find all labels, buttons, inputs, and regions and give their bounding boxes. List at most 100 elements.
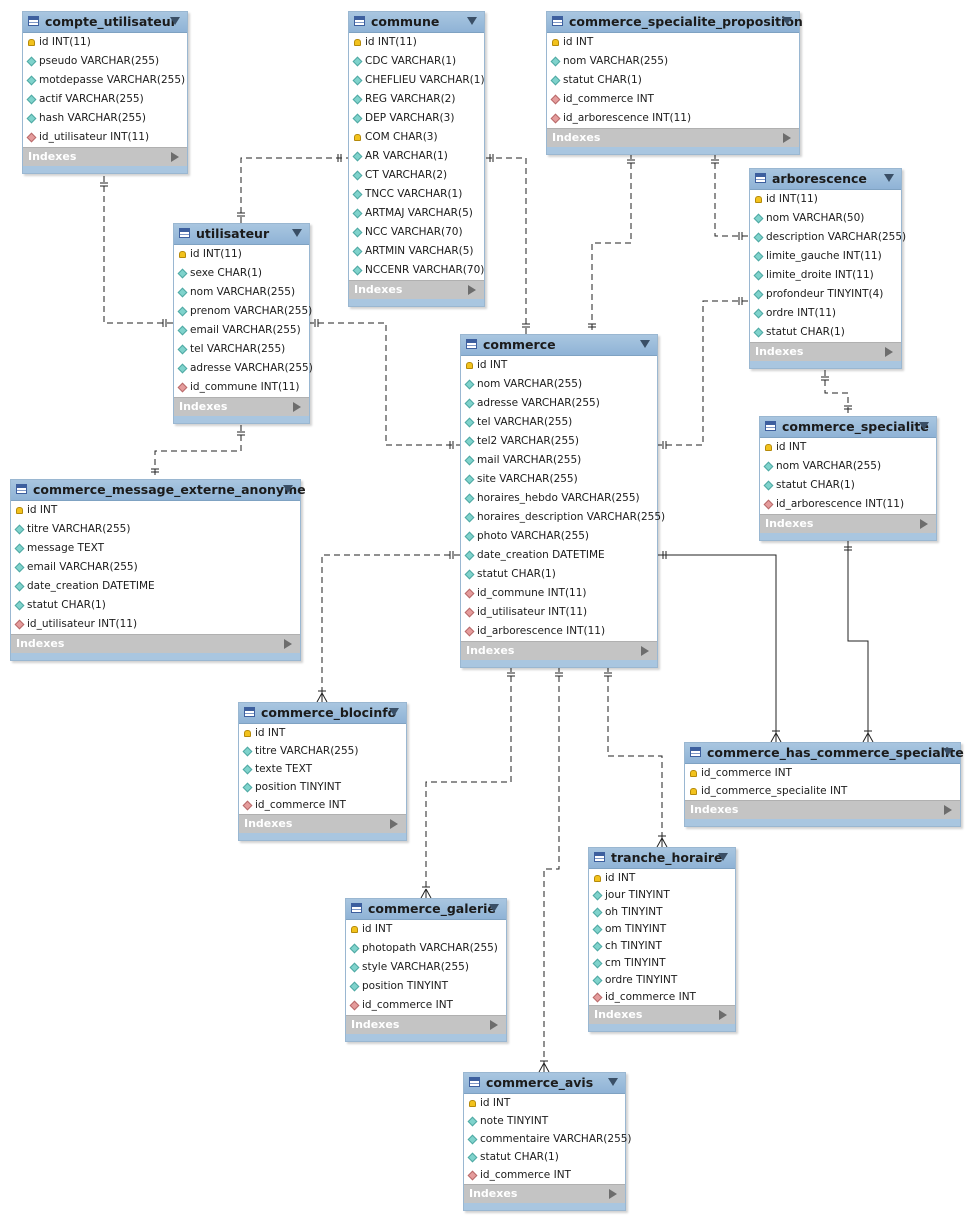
column-row[interactable]: titre VARCHAR(255) xyxy=(11,520,300,539)
column-row[interactable]: description VARCHAR(255) xyxy=(750,228,906,247)
column-row[interactable]: site VARCHAR(255) xyxy=(461,470,657,489)
collapse-arrow-icon[interactable] xyxy=(640,340,650,348)
relationship-commerce-to-commune[interactable] xyxy=(483,157,527,334)
table-header[interactable]: commerce_specialite xyxy=(760,417,936,438)
column-row[interactable]: email VARCHAR(255) xyxy=(11,558,300,577)
table-header[interactable]: commerce_specialite_proposition xyxy=(547,12,803,33)
column-row[interactable]: limite_droite INT(11) xyxy=(750,266,901,285)
column-row[interactable]: id_commerce INT xyxy=(547,90,799,109)
column-row[interactable]: actif VARCHAR(255) xyxy=(23,90,187,109)
column-row[interactable]: id INT(11) xyxy=(174,245,309,264)
column-row[interactable]: ARTMIN VARCHAR(5) xyxy=(349,242,484,261)
column-row[interactable]: motdepasse VARCHAR(255) xyxy=(23,71,187,90)
expand-arrow-icon[interactable] xyxy=(609,1189,617,1199)
column-row[interactable]: id INT xyxy=(589,869,735,886)
collapse-arrow-icon[interactable] xyxy=(170,17,180,25)
collapse-arrow-icon[interactable] xyxy=(782,17,792,25)
expand-arrow-icon[interactable] xyxy=(944,805,952,815)
column-row[interactable]: sexe CHAR(1) xyxy=(174,264,309,283)
column-row[interactable]: adresse VARCHAR(255) xyxy=(461,394,657,413)
relationship-commerce-to-commerce-blocinfo[interactable] xyxy=(321,554,460,702)
indexes-section[interactable]: Indexes xyxy=(750,342,901,361)
column-row[interactable]: id INT xyxy=(239,724,406,742)
table-header[interactable]: commerce_avis xyxy=(464,1073,625,1094)
column-row[interactable]: note TINYINT xyxy=(464,1112,625,1130)
column-row[interactable]: nom VARCHAR(255) xyxy=(461,375,657,394)
column-row[interactable]: message TEXT xyxy=(11,539,300,558)
expand-arrow-icon[interactable] xyxy=(284,639,292,649)
indexes-section[interactable]: Indexes xyxy=(349,280,484,299)
table-header[interactable]: commerce_message_externe_anonyme xyxy=(11,480,306,501)
expand-arrow-icon[interactable] xyxy=(641,646,649,656)
indexes-section[interactable]: Indexes xyxy=(589,1005,735,1024)
column-row[interactable]: NCCENR VARCHAR(70) xyxy=(349,261,484,280)
column-row[interactable]: id_utilisateur INT(11) xyxy=(23,128,187,147)
collapse-arrow-icon[interactable] xyxy=(943,748,953,756)
collapse-arrow-icon[interactable] xyxy=(489,904,499,912)
expand-arrow-icon[interactable] xyxy=(719,1010,727,1020)
collapse-arrow-icon[interactable] xyxy=(884,174,894,182)
collapse-arrow-icon[interactable] xyxy=(467,17,477,25)
indexes-section[interactable]: Indexes xyxy=(174,397,309,416)
column-row[interactable]: email VARCHAR(255) xyxy=(174,321,309,340)
column-row[interactable]: commentaire VARCHAR(255) xyxy=(464,1130,632,1148)
collapse-arrow-icon[interactable] xyxy=(718,853,728,861)
column-row[interactable]: hash VARCHAR(255) xyxy=(23,109,187,128)
indexes-section[interactable]: Indexes xyxy=(760,514,936,533)
column-row[interactable]: TNCC VARCHAR(1) xyxy=(349,185,484,204)
indexes-section[interactable]: Indexes xyxy=(346,1015,506,1034)
column-row[interactable]: prenom VARCHAR(255) xyxy=(174,302,312,321)
column-row[interactable]: ch TINYINT xyxy=(589,937,735,954)
column-row[interactable]: nom VARCHAR(255) xyxy=(174,283,309,302)
table-header[interactable]: commerce_galerie xyxy=(346,899,506,920)
column-row[interactable]: statut CHAR(1) xyxy=(760,476,936,495)
column-row[interactable]: id_commune INT(11) xyxy=(174,378,309,397)
table-header[interactable]: arborescence xyxy=(750,169,901,190)
table-header[interactable]: tranche_horaire xyxy=(589,848,735,869)
table-header[interactable]: commune xyxy=(349,12,484,33)
expand-arrow-icon[interactable] xyxy=(171,152,179,162)
indexes-section[interactable]: Indexes xyxy=(547,128,799,147)
table-header[interactable]: commerce_has_commerce_specialite xyxy=(685,743,964,764)
indexes-section[interactable]: Indexes xyxy=(685,800,960,819)
column-row[interactable]: horaires_hebdo VARCHAR(255) xyxy=(461,489,657,508)
column-row[interactable]: statut CHAR(1) xyxy=(464,1148,625,1166)
column-row[interactable]: id_commerce INT xyxy=(239,796,406,814)
collapse-arrow-icon[interactable] xyxy=(283,485,293,493)
column-row[interactable]: tel2 VARCHAR(255) xyxy=(461,432,657,451)
column-row[interactable]: id_arborescence INT(11) xyxy=(760,495,936,514)
column-row[interactable]: cm TINYINT xyxy=(589,954,735,971)
column-row[interactable]: statut CHAR(1) xyxy=(11,596,300,615)
column-row[interactable]: id INT xyxy=(760,438,936,457)
table-header[interactable]: commerce xyxy=(461,335,657,356)
indexes-section[interactable]: Indexes xyxy=(464,1184,625,1203)
relationship-compte-utilisateur-to-utilisateur[interactable] xyxy=(103,176,173,324)
indexes-section[interactable]: Indexes xyxy=(11,634,300,653)
relationship-utilisateur-to-commune[interactable] xyxy=(240,157,348,223)
column-row[interactable]: ordre TINYINT xyxy=(589,971,735,988)
collapse-arrow-icon[interactable] xyxy=(919,422,929,430)
column-row[interactable]: nom VARCHAR(50) xyxy=(750,209,901,228)
column-row[interactable]: NCC VARCHAR(70) xyxy=(349,223,484,242)
relationship-commerce-specialite-proposition-to-commerce[interactable] xyxy=(591,153,632,334)
column-row[interactable]: nom VARCHAR(255) xyxy=(547,52,799,71)
column-row[interactable]: CDC VARCHAR(1) xyxy=(349,52,484,71)
column-row[interactable]: id INT(11) xyxy=(349,33,484,52)
column-row[interactable]: id_commerce INT xyxy=(464,1166,625,1184)
table-header[interactable]: commerce_blocinfo xyxy=(239,703,406,724)
column-row[interactable]: id_commerce INT xyxy=(685,764,960,782)
relationship-commerce-to-tranche-horaire[interactable] xyxy=(607,666,663,847)
column-row[interactable]: id INT xyxy=(547,33,799,52)
column-row[interactable]: id INT xyxy=(464,1094,625,1112)
column-row[interactable]: DEP VARCHAR(3) xyxy=(349,109,484,128)
column-row[interactable]: limite_gauche INT(11) xyxy=(750,247,901,266)
